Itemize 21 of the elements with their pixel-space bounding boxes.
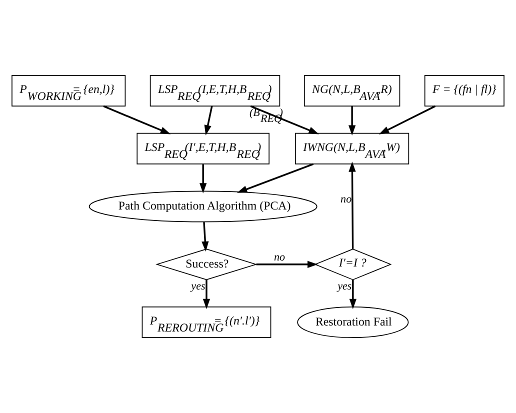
arrow [378,105,436,134]
node-diamond: I′=I ? [314,248,392,280]
node-box: F = {(fn | fl)} [424,74,504,106]
arrow [103,105,171,134]
node-ellipse: Restoration Fail [297,306,409,338]
edge-label: no [274,251,286,264]
arrow [236,163,314,193]
arrow [348,162,356,249]
arrow [348,106,356,136]
edge-label: yes [338,280,352,292]
edge-label: no [340,194,352,206]
arrow [202,222,209,252]
edge-label: yes [191,280,206,292]
node-diamond: Success? [156,248,258,280]
arrow [256,260,318,268]
arrow [202,280,210,310]
arrow [200,164,207,194]
arrow [349,280,356,310]
node-ellipse: Path Computation Algorithm (PCA) [88,190,318,222]
arrow [250,105,319,134]
arrow [204,106,213,136]
